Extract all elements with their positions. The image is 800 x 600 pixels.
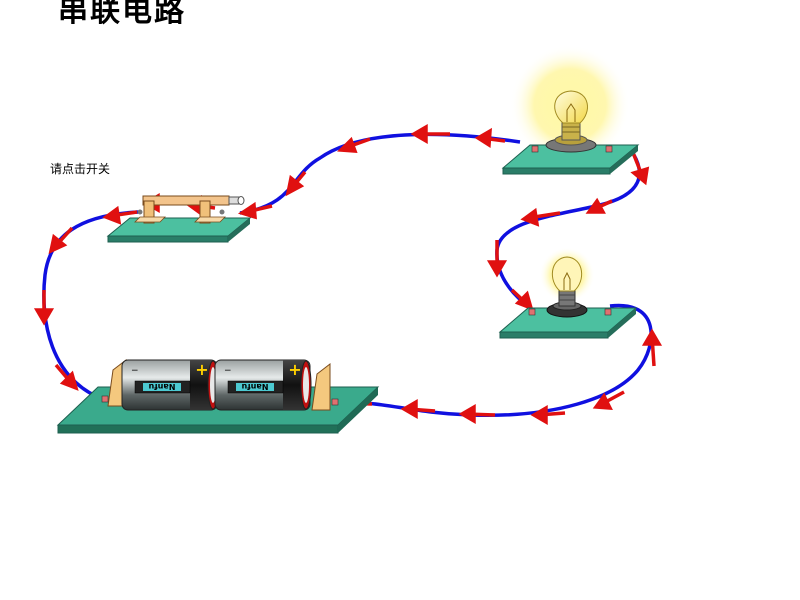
battery-terminal-negative [101, 395, 109, 403]
switch-base [106, 217, 252, 237]
bulb-1-glass [554, 90, 588, 124]
svg-text:+: + [288, 360, 301, 379]
current-arrow [474, 127, 506, 149]
current-arrow [33, 290, 55, 326]
svg-text:−: − [131, 366, 139, 376]
battery-clip-right [311, 362, 331, 411]
wires [42, 132, 653, 418]
wire-bulb1-to-bulb2 [495, 144, 641, 310]
wire-bulb2-to-battery [339, 303, 653, 418]
wire-switch-to-bulb1 [239, 132, 521, 215]
current-arrow [520, 207, 561, 227]
current-arrow [102, 205, 138, 225]
svg-text:+: + [195, 360, 208, 379]
current-arrow [510, 288, 534, 311]
battery-2: + Nanfu − [214, 359, 312, 411]
current-arrow [410, 123, 450, 145]
current-arrow [400, 398, 436, 420]
battery-brand-label: Nanfu [241, 382, 268, 391]
switch-terminal-right [219, 209, 225, 215]
battery-1: + Nanfu − [121, 359, 219, 411]
current-arrow [592, 390, 625, 410]
current-arrow [237, 201, 273, 220]
svg-text:−: − [224, 366, 232, 376]
current-arrow [285, 170, 307, 197]
switch-hint-text: 请点击开关 [50, 162, 111, 176]
current-arrows [33, 123, 663, 426]
bulb-2-terminal-left [528, 308, 536, 316]
wire-battery-to-switch [42, 210, 139, 402]
bulb-1 [501, 45, 640, 175]
current-arrow [54, 363, 79, 391]
switch-terminal-left [137, 209, 143, 215]
battery-brand-label: Nanfu [148, 382, 175, 391]
current-arrow [585, 197, 613, 214]
battery-terminal-positive [331, 398, 339, 406]
bulb-2-terminal-right [604, 308, 612, 316]
bulb-1-terminal-right [605, 145, 613, 153]
current-arrow [641, 328, 663, 367]
switch-post-left [143, 200, 155, 224]
switch-post-right [199, 200, 211, 224]
current-arrow [337, 136, 371, 153]
page-title: 串联电路 [58, 0, 186, 29]
bulb-2 [498, 247, 638, 339]
current-arrow [486, 240, 508, 278]
current-arrow [48, 226, 74, 255]
current-arrow [630, 149, 650, 186]
bulb-1-terminal-left [531, 145, 539, 153]
switch-blade [142, 195, 230, 206]
knife-switch[interactable] [106, 195, 252, 243]
current-arrow [458, 403, 496, 425]
battery-holder: + Nanfu − + Nanfu − [56, 358, 380, 434]
current-arrow [530, 404, 566, 426]
